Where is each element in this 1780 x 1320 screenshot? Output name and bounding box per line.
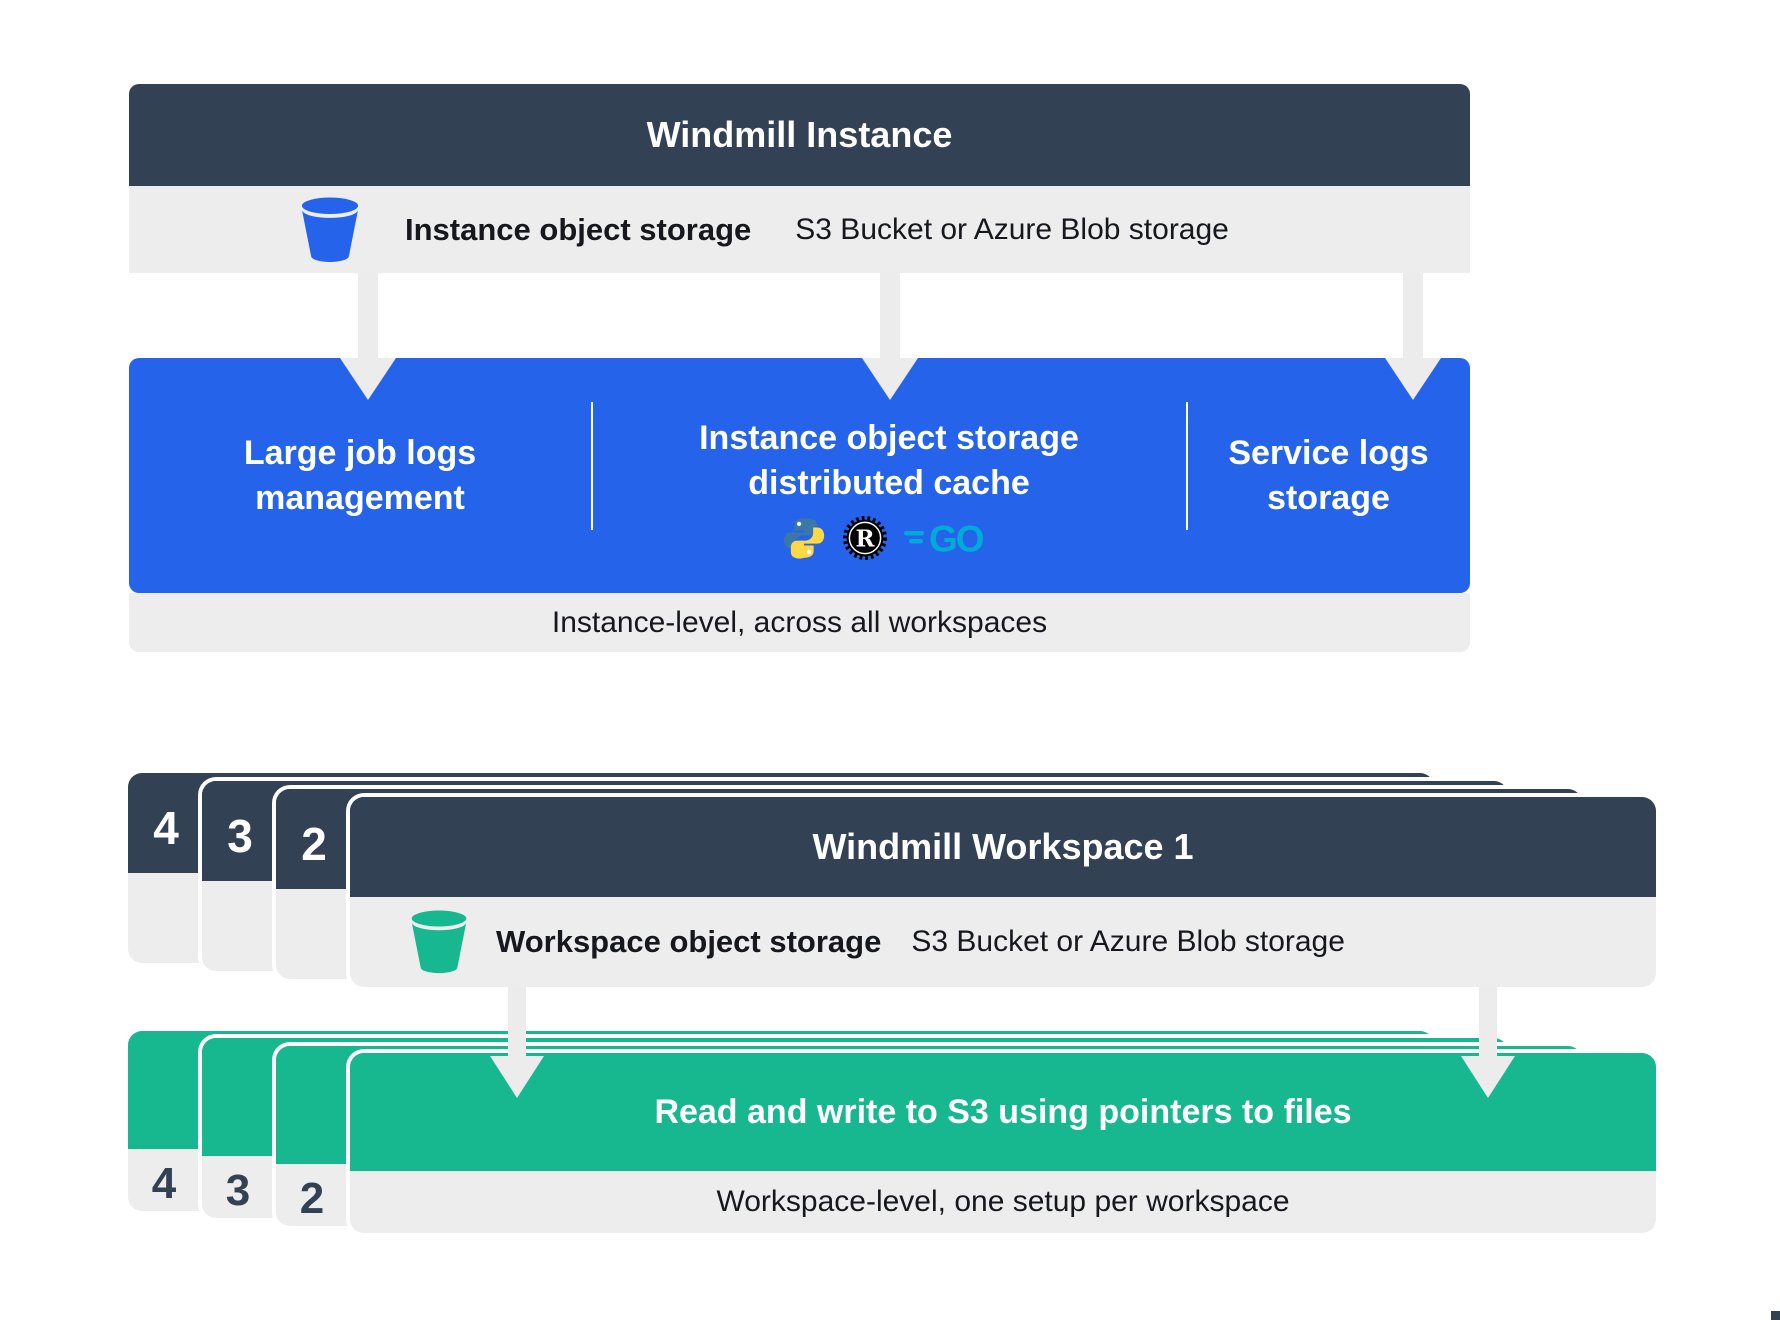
feature-line: Instance object storage [699, 418, 1079, 457]
instance-caption-bar: Instance-level, across all workspaces [129, 593, 1470, 652]
instance-storage-bar: Instance object storage S3 Bucket or Azu… [129, 186, 1470, 273]
green-stack-number: 2 [299, 1174, 325, 1223]
bucket-icon [301, 197, 359, 262]
workspace-card-main: Windmill Workspace 1 Workspace object st… [350, 797, 1656, 987]
instance-title: Windmill Instance [646, 114, 953, 155]
workspace-storage-bar: Workspace object storage S3 Bucket or Az… [350, 897, 1656, 987]
instance-storage-label: Instance object storage [405, 211, 752, 247]
go-icon: GO [904, 518, 986, 558]
instance-features-box: Large job logs management Instance objec… [129, 358, 1470, 593]
instance-header: Windmill Instance [129, 84, 1470, 186]
svg-text:R: R [855, 525, 875, 552]
workspace-stack-number: 3 [227, 810, 253, 862]
rust-icon: R [843, 515, 887, 560]
green-action-bar: Read and write to S3 using pointers to f… [350, 1053, 1656, 1171]
language-icons-row: R GO [782, 515, 996, 560]
feature-distributed-cache: Instance object storage distributed cach… [591, 370, 1187, 605]
arrow-head-icon [1461, 1056, 1515, 1098]
workspace-header: Windmill Workspace 1 [350, 797, 1656, 897]
divider [1186, 402, 1188, 530]
bucket-icon [411, 910, 467, 974]
feature-large-job-logs: Large job logs management [129, 358, 591, 593]
cropped-corner-artifact [1771, 1311, 1780, 1320]
python-icon [783, 517, 825, 559]
green-action-text: Read and write to S3 using pointers to f… [654, 1092, 1352, 1131]
workspace-caption-bar: Workspace-level, one setup per workspace [350, 1171, 1656, 1233]
workspace-title: Windmill Workspace 1 [812, 826, 1194, 867]
feature-line: Service logs [1228, 433, 1429, 472]
workspace-stack-number: 2 [301, 818, 327, 870]
svg-text:GO: GO [929, 518, 984, 558]
arrow-head-icon [862, 358, 918, 400]
green-card-main: Read and write to S3 using pointers to f… [350, 1053, 1656, 1233]
feature-line: distributed cache [748, 463, 1030, 502]
arrow-head-icon [340, 358, 396, 400]
instance-caption-text: Instance-level, across all workspaces [551, 605, 1048, 639]
workspace-storage-label: Workspace object storage [496, 924, 882, 959]
green-stack-number: 4 [151, 1159, 177, 1208]
feature-line: management [255, 478, 465, 517]
instance-storage-detail: S3 Bucket or Azure Blob storage [795, 212, 1229, 246]
feature-line: Large job logs [243, 433, 477, 472]
green-stack-number: 3 [225, 1166, 251, 1215]
workspace-storage-detail: S3 Bucket or Azure Blob storage [911, 925, 1345, 958]
feature-service-logs: Service logs storage [1187, 358, 1470, 593]
arrow-head-icon [1385, 358, 1441, 400]
feature-line: storage [1267, 478, 1390, 517]
divider [591, 402, 593, 530]
arrow-head-icon [490, 1056, 544, 1098]
workspace-stack-number: 4 [153, 802, 179, 854]
workspace-caption-text: Workspace-level, one setup per workspace [716, 1185, 1290, 1218]
